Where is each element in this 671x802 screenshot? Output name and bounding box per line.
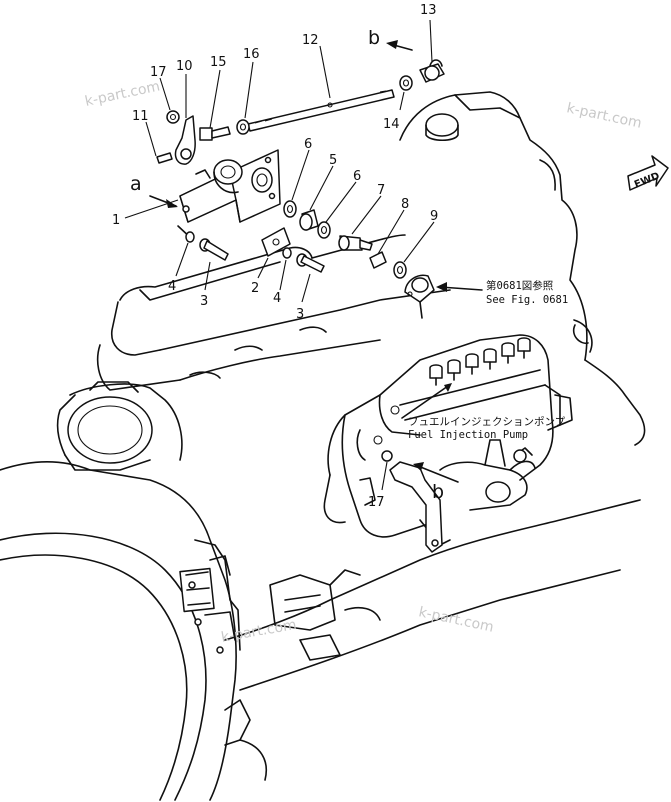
watermark-bottom-right: k-part.com [417,604,495,636]
callout-17b: 17 [368,495,385,510]
part-16-nut [236,119,250,135]
part-13-ball-joint [419,59,445,83]
part-6-washer-b [317,221,331,239]
delivery-valve-holders [429,337,531,386]
callout-1: 1 [112,213,120,228]
callouts: 1 2 3 3 4 4 5 6 6 7 8 9 10 11 12 13 14 1… [112,3,438,510]
part-15-bolt [199,126,231,141]
view-letter-b-top: b [368,27,380,49]
part-11-pin [156,152,173,164]
part-4-washer-b [282,247,292,259]
watermarks: k-part.com k-part.com k-part.com k-part.… [84,78,644,646]
callout-6b: 6 [353,169,361,184]
part-17-nut [166,110,180,124]
engine-block [0,91,646,801]
part-3-bolt-a [199,238,229,261]
part-3-bolt-b [296,253,325,273]
view-letter-a: a [130,173,142,195]
watermark-top-right: k-part.com [565,100,643,132]
callout-12: 12 [302,33,319,48]
callout-13: 13 [420,3,437,18]
part-12-rod [247,89,395,132]
part-6-washer-a [283,200,297,218]
notes: 第0681図参照 See Fig. 0681 フュエルインジェクションポンプ F… [408,279,568,441]
view-letters: a b b [130,27,444,503]
part-1-bracket [177,149,281,241]
see-fig-note-en: See Fig. 0681 [486,294,568,306]
part-4-washer-a [185,231,195,243]
pump-label-jp: フュエルインジェクションポンプ [408,416,566,428]
fuel-injection-pump [323,334,573,546]
part-8-key [369,251,387,269]
callout-14: 14 [383,117,400,132]
part-2-plate [261,227,291,257]
callout-9: 9 [430,209,438,224]
part-5-bushing [299,209,319,231]
callout-10: 10 [176,59,193,74]
part-7-shaft [338,235,373,251]
callout-6a: 6 [304,137,312,152]
see-fig-note-jp: 第0681図参照 [486,279,554,292]
leader-lines [124,19,435,491]
part-9-washer [393,261,407,279]
callout-4a: 4 [168,279,176,294]
callout-7: 7 [377,183,385,198]
view-arrows [149,40,483,483]
callout-3b: 3 [296,307,304,322]
callout-3a: 3 [200,294,208,309]
fwd-direction-badge: FWD [627,155,669,191]
callout-16: 16 [243,47,260,62]
callout-5: 5 [329,153,337,168]
callout-8: 8 [401,197,409,212]
callout-11: 11 [132,109,149,124]
watermark-top-left: k-part.com [84,78,162,110]
governor-lever [404,274,435,319]
pump-label-en: Fuel Injection Pump [408,429,528,441]
part-14-nut [399,75,413,91]
part-10-lever [174,115,196,165]
callout-15: 15 [210,55,227,70]
callout-4b: 4 [273,291,281,306]
view-letter-b-bottom: b [432,481,444,503]
callout-17a: 17 [150,65,167,80]
callout-2: 2 [251,281,259,296]
